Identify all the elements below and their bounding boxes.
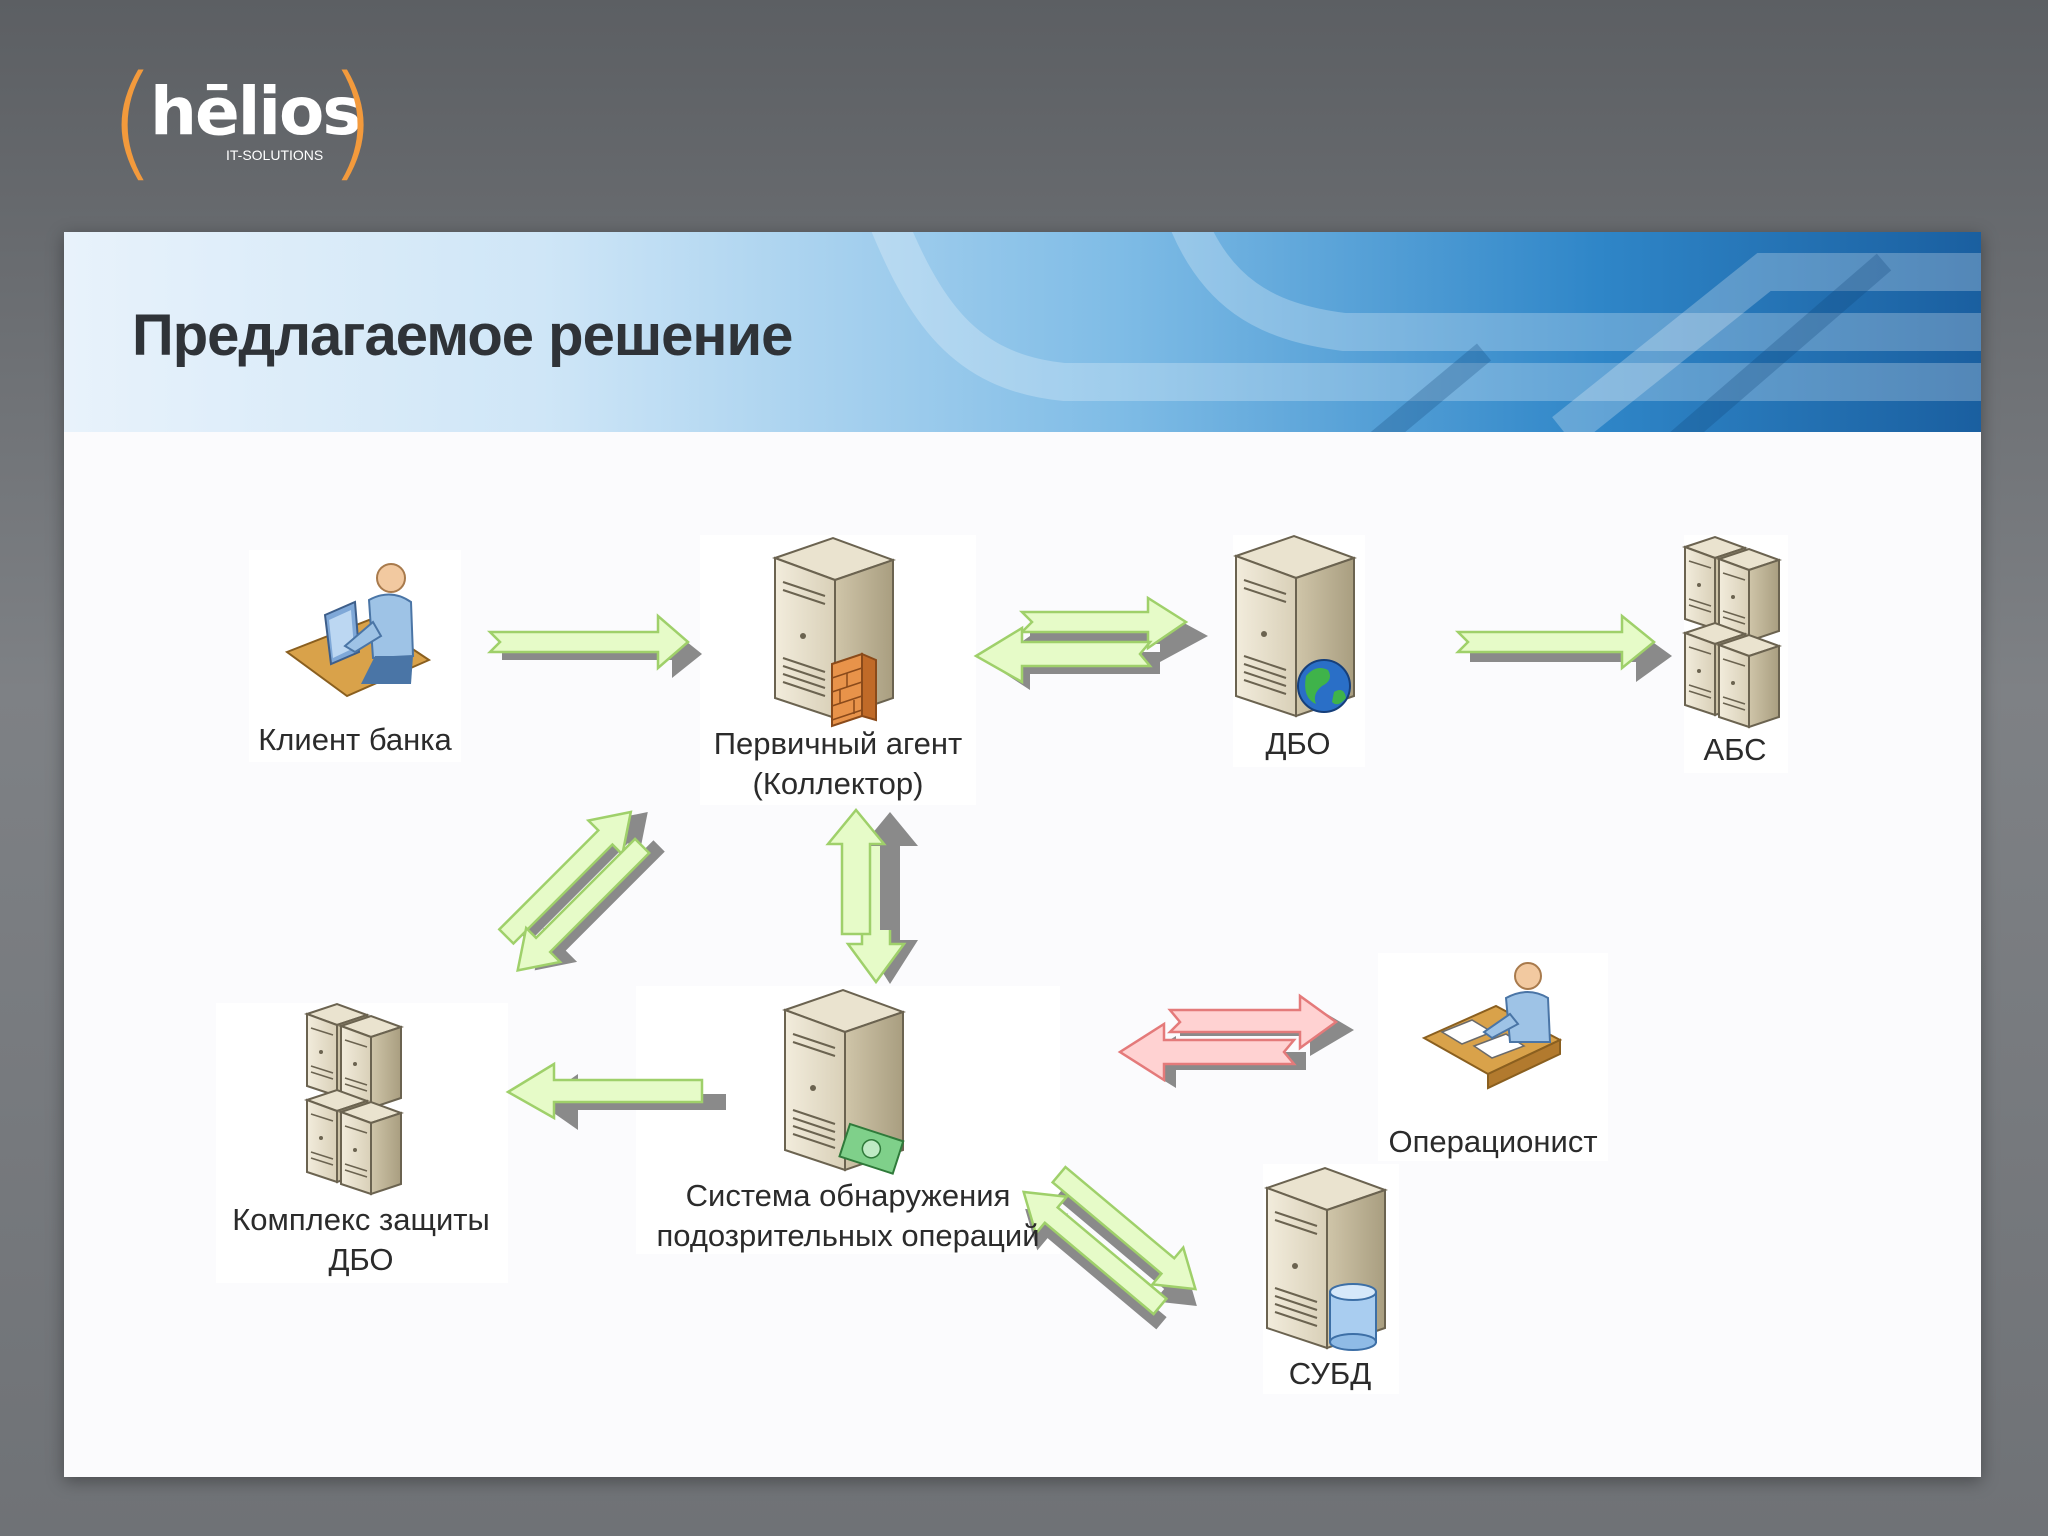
user-at-computer-icon <box>284 563 432 698</box>
node-protection-label-line2: ДБО <box>328 1242 394 1277</box>
node-detection-label-line1: Система обнаружения <box>685 1178 1011 1213</box>
database-server-icon <box>1266 1167 1386 1351</box>
node-dbms-label: СУБД <box>1288 1356 1372 1391</box>
arrow-collector-detection-bidirectional <box>825 808 918 985</box>
title-banner: Предлагаемое решение <box>64 232 1981 432</box>
arrow-client-to-collector <box>486 613 702 678</box>
node-operator-label: Операционист <box>1388 1124 1598 1159</box>
arrow-detection-dbms-bidirectional <box>1021 1165 1198 1330</box>
node-collector-label-line1: Первичный агент <box>713 726 963 761</box>
arrow-detection-to-protection <box>505 1061 726 1130</box>
arrow-dbo-to-abs <box>1454 613 1672 682</box>
node-dbo-label: ДБО <box>1265 726 1331 761</box>
server-cluster-icon <box>307 1004 401 1194</box>
banner-decoration <box>871 232 1981 432</box>
server-firewall-icon <box>774 537 894 728</box>
node-abs-label: АБС <box>1703 732 1767 767</box>
node-detection-label-line2: подозрительных операций <box>656 1218 1040 1253</box>
node-client-label: Клиент банка <box>258 722 452 757</box>
arrow-collector-dbo-bidirectional <box>973 595 1208 690</box>
node-protection-label-line1: Комплекс защиты <box>232 1202 490 1237</box>
slide: Предлагаемое решение <box>64 232 1981 1477</box>
helios-logo: ( hēlios IT-SOLUTIONS ) <box>108 50 377 194</box>
server-money-icon <box>784 989 905 1175</box>
arrow-detection-operator-bidirectional <box>1117 993 1354 1088</box>
logo-wordmark: hēlios <box>150 73 362 150</box>
logo-tagline: IT-SOLUTIONS <box>226 147 324 163</box>
web-server-icon <box>1235 535 1355 717</box>
slide-title: Предлагаемое решение <box>132 303 793 368</box>
arrow-collector-protection-bidirectional <box>497 810 665 973</box>
user-at-desk-icon <box>1421 962 1563 1090</box>
server-cluster-icon <box>1685 537 1779 727</box>
node-collector-label-line2: (Коллектор) <box>752 766 924 801</box>
